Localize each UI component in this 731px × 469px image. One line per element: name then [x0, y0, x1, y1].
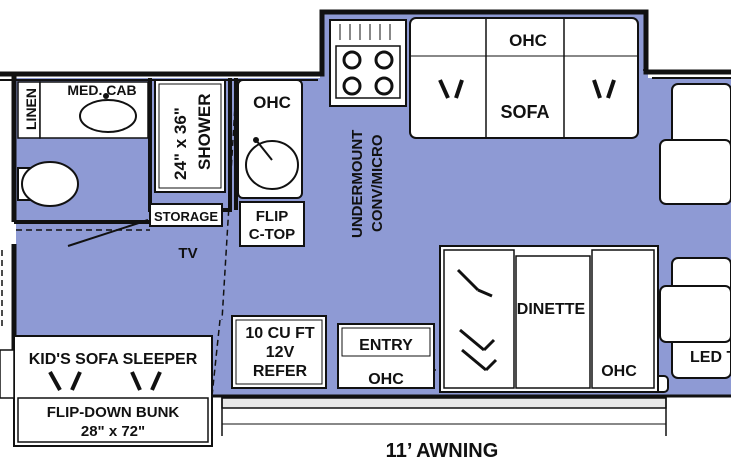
label-linen: LINEN [23, 88, 39, 130]
label-ohc-bath: OHC [253, 93, 291, 112]
label-ohc-sofa: OHC [509, 31, 547, 50]
label-refer-size: 10 CU FT [245, 325, 315, 342]
label-flip-bunk: FLIP-DOWN BUNK [47, 404, 180, 421]
label-refer-volt: 12V [266, 344, 295, 361]
label-kids-sofa: KID'S SOFA SLEEPER [29, 351, 198, 368]
label-led-tv: LED T [690, 349, 731, 366]
label-refer: REFER [253, 363, 308, 380]
label-shower: SHOWER [195, 94, 214, 171]
label-awning: 11’ AWNING [386, 440, 499, 462]
bath-door [67, 219, 149, 247]
label-med-cab: MED. CAB [67, 82, 136, 98]
dinette [439, 245, 659, 393]
label-ohc-dinette: OHC [601, 363, 637, 380]
toilet-icon [17, 161, 79, 207]
label-bunk-size: 28" x 72" [81, 423, 145, 440]
awning [221, 396, 667, 436]
label-undermount: UNDERMOUNT [349, 130, 366, 238]
label-conv-micro: CONV/MICRO [369, 134, 386, 232]
kids-sofa-sleeper [13, 335, 213, 447]
storage-cabinet [149, 203, 223, 227]
label-storage: STORAGE [154, 209, 218, 224]
counter-sink-icon [245, 140, 299, 190]
bath-sink-icon [79, 99, 137, 133]
label-dinette: DINETTE [517, 301, 586, 318]
shower [154, 79, 226, 193]
label-entry: ENTRY [359, 337, 413, 354]
label-flip: FLIP [256, 208, 289, 225]
label-tv: TV [178, 245, 197, 262]
label-shower-size: 24" x 36" [171, 107, 190, 180]
refrigerator [231, 315, 327, 389]
flip-counter-top [239, 201, 305, 247]
sofa [409, 17, 639, 139]
label-c-top: C-TOP [249, 226, 295, 243]
label-sofa: SOFA [500, 102, 549, 122]
label-ohc-entry: OHC [368, 371, 404, 388]
cooktop-icon [329, 19, 407, 107]
